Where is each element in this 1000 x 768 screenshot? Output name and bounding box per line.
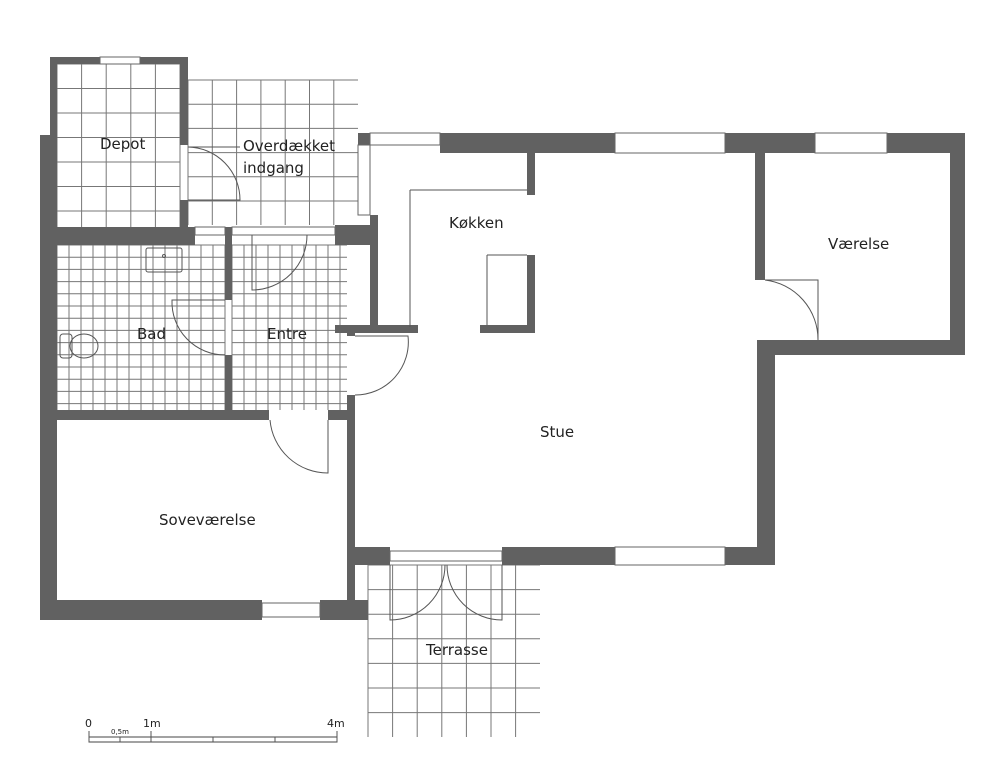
walls: [40, 57, 965, 620]
label-bad: Bad: [137, 325, 166, 343]
label-sovevaerelse: Soveværelse: [159, 511, 256, 529]
scale-bar: 0 0,5m 1m 4m: [85, 717, 345, 743]
floor-tiles: [56, 63, 540, 737]
scale-1m: 1m: [143, 717, 161, 730]
tile-grid: [187, 79, 358, 225]
room-labels: Depot Overdækket indgang Køkken Værelse …: [100, 135, 889, 659]
scale-4m: 4m: [327, 717, 345, 730]
label-entre: Entre: [267, 325, 307, 343]
tile-grid: [367, 564, 540, 737]
doors-and-fixtures: [59, 146, 819, 621]
label-overdaekket: Overdækket: [243, 137, 335, 155]
scale-half: 0,5m: [111, 728, 129, 736]
label-depot: Depot: [100, 135, 145, 153]
windows: [99, 56, 888, 618]
label-koekken: Køkken: [449, 214, 504, 232]
tile-grid: [231, 244, 347, 410]
label-vaerelse: Værelse: [828, 235, 889, 253]
label-terrasse: Terrasse: [425, 641, 488, 659]
scale-0: 0: [85, 717, 92, 730]
label-stue: Stue: [540, 423, 574, 441]
label-indgang: indgang: [243, 159, 304, 177]
